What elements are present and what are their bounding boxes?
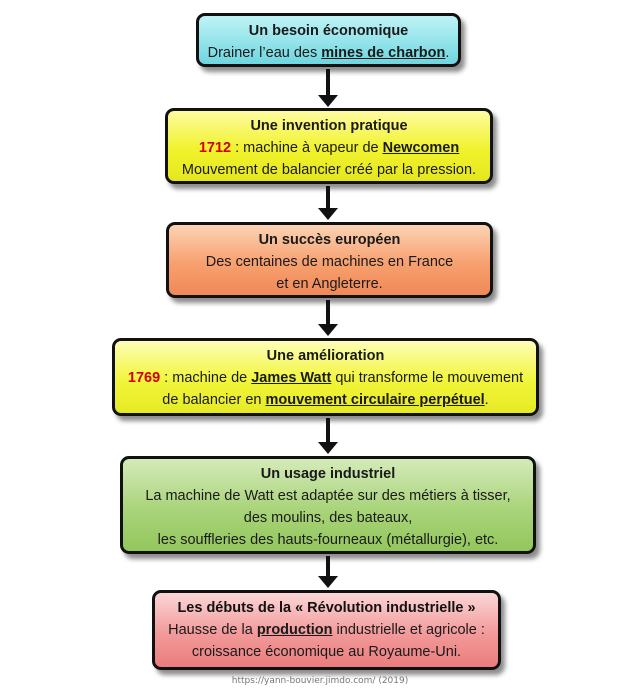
text-segment: Hausse de la [168, 622, 257, 638]
down-arrow-icon [318, 300, 338, 336]
step-text: Des centaines de machines en France [205, 254, 454, 270]
keyword-newcomen: Newcomen [382, 140, 460, 156]
down-arrow-icon [318, 418, 338, 454]
step-european-success: Un succès européen Des centaines de mach… [166, 222, 493, 298]
step-title: Un succès européen [258, 232, 401, 248]
text-segment: industrielle et agricole : [332, 622, 485, 638]
step-text: Mouvement de balancier créé par la press… [181, 162, 477, 178]
step-text: 1769 : machine de James Watt qui transfo… [115, 367, 536, 389]
keyword-circular-motion: mouvement circulaire perpétuel [265, 392, 485, 408]
step-text: de balancier en mouvement circulaire per… [115, 389, 536, 411]
step-economic-need: Un besoin économique Drainer l’eau des m… [196, 13, 461, 67]
step-title: Un besoin économique [248, 23, 409, 39]
step-improvement: Une amélioration 1769 : machine de James… [112, 338, 539, 416]
step-title: Une amélioration [266, 348, 385, 364]
text-segment: : machine à vapeur de [231, 140, 383, 156]
step-title: Un usage industriel [260, 466, 396, 482]
step-industrial-use: Un usage industriel La machine de Watt e… [120, 456, 536, 554]
credit-url: https://yann-bouvier.jimdo.com/ (2019) [231, 676, 409, 686]
text-segment: . [484, 392, 489, 408]
text-segment: qui transforme le mouvement [331, 370, 524, 386]
text-segment: . [445, 45, 450, 61]
year-1769: 1769 [127, 370, 161, 386]
step-text: La machine de Watt est adaptée sur des m… [145, 488, 511, 504]
down-arrow-icon [318, 556, 338, 588]
step-text: Hausse de la production industrielle et … [155, 619, 498, 641]
keyword-production: production [256, 622, 333, 638]
step-title: Une invention pratique [250, 118, 408, 134]
keyword-mines: mines de charbon [321, 45, 446, 61]
text-segment: de balancier en [162, 392, 266, 408]
step-text: Drainer l’eau des mines de charbon. [199, 42, 458, 64]
down-arrow-icon [318, 69, 338, 107]
step-text: des moulins, des bateaux, [243, 510, 413, 526]
step-text: croissance économique au Royaume-Uni. [191, 644, 462, 660]
step-text: les souffleries des hauts-fourneaux (mét… [157, 532, 499, 548]
year-1712: 1712 [198, 140, 232, 156]
step-invention: Une invention pratique 1712 : machine à … [165, 108, 493, 184]
keyword-james-watt: James Watt [251, 370, 332, 386]
down-arrow-icon [318, 186, 338, 220]
text-segment: Drainer l’eau des [207, 45, 322, 61]
step-text: et en Angleterre. [276, 276, 383, 292]
step-text: 1712 : machine à vapeur de Newcomen [168, 137, 490, 159]
step-industrial-revolution: Les débuts de la « Révolution industriel… [152, 590, 501, 670]
step-title: Les débuts de la « Révolution industriel… [177, 600, 476, 616]
text-segment: : machine de [160, 370, 252, 386]
